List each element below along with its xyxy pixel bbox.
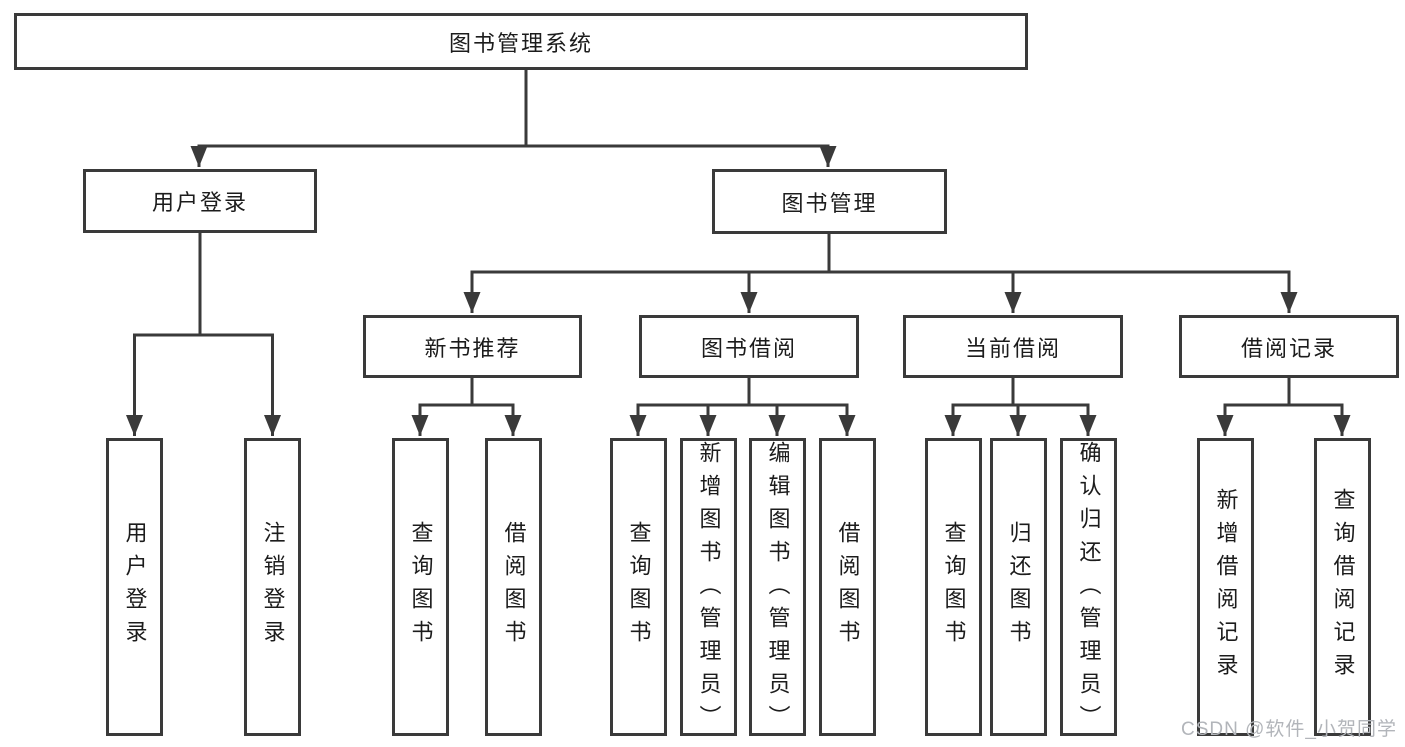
node-borrow-records: 借阅记录 (1179, 315, 1399, 378)
connector-book-borrow-branch (636, 378, 849, 436)
connector-new-book-recommend-branch (418, 378, 515, 436)
leaf-confirm-return-admin: 确认归还（管理员） (1060, 438, 1117, 738)
node-library-management-system: 图书管理系统 (14, 13, 1028, 70)
leaf-query-books-current: 查询图书 (925, 438, 982, 736)
arrowhead-icon (629, 415, 647, 436)
arrowhead-icon (463, 292, 481, 313)
connector-root (197, 70, 830, 167)
arrowhead-icon (740, 292, 758, 313)
arrowhead-icon (1009, 415, 1027, 436)
leaf-query-books-recommend: 查询图书 (392, 438, 449, 736)
leaf-user-login: 用户登录 (106, 438, 163, 736)
arrowhead-icon (264, 415, 281, 436)
node-book-borrow: 图书借阅 (639, 315, 859, 378)
node-new-book-recommend: 新书推荐 (363, 315, 582, 378)
arrowhead-icon (699, 415, 717, 436)
arrowhead-icons (126, 146, 1351, 436)
leaf-borrow-books: 借阅图书 (819, 438, 876, 736)
arrowhead-icon (1079, 415, 1097, 436)
leaf-logout: 注销登录 (244, 438, 301, 736)
arrowhead-icon (768, 415, 786, 436)
leaf-borrow-books-recommend: 借阅图书 (485, 438, 542, 736)
connector-user-login-branch (133, 233, 274, 436)
arrowhead-icon (1333, 415, 1351, 436)
node-current-borrow: 当前借阅 (903, 315, 1123, 378)
leaf-query-books-borrow: 查询图书 (610, 438, 667, 736)
leaf-add-books-admin: 新增图书（管理员） (680, 438, 737, 738)
leaf-return-books: 归还图书 (990, 438, 1047, 736)
arrowhead-icon (819, 146, 837, 167)
node-book-management: 图书管理 (712, 169, 947, 234)
connector-book-management-branch (470, 234, 1291, 313)
node-user-login: 用户登录 (83, 169, 317, 233)
arrowhead-icon (838, 415, 856, 436)
leaf-add-borrow-record: 新增借阅记录 (1197, 438, 1254, 736)
leaf-edit-books-admin: 编辑图书（管理员） (749, 438, 806, 738)
arrowhead-icon (126, 415, 143, 436)
connector-borrow-records-branch (1223, 378, 1344, 436)
arrowhead-icon (1216, 415, 1234, 436)
csdn-watermark: CSDN @软件_小贺同学 (1181, 719, 1397, 740)
arrowhead-icon (944, 415, 962, 436)
arrowhead-icon (1004, 292, 1022, 313)
arrowhead-icon (504, 415, 522, 436)
arrowhead-icon (1280, 292, 1298, 313)
leaf-query-borrow-record: 查询借阅记录 (1314, 438, 1371, 736)
arrowhead-icon (411, 415, 429, 436)
arrowhead-icon (190, 146, 208, 167)
